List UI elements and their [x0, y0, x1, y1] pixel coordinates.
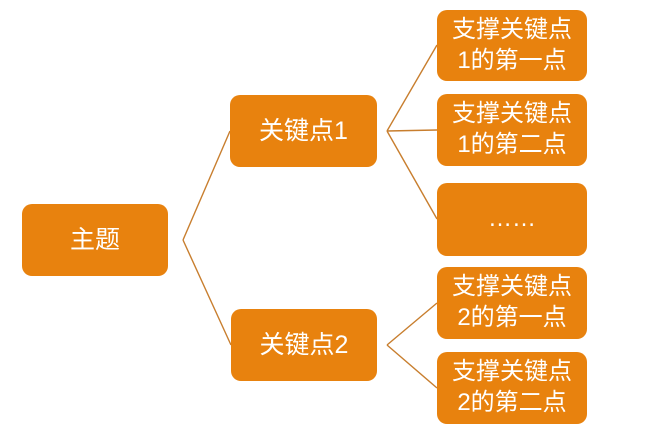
- connector-key1-sub2: [386, 129, 438, 132]
- node-subpoint-1[interactable]: 支撑关键点 1的第一点: [437, 10, 587, 81]
- node-subpoint-3-label: 支撑关键点 2的第一点: [452, 273, 572, 331]
- node-subpoint-ellipsis-label: ……: [488, 205, 536, 233]
- node-keypoint-1[interactable]: 关键点1: [230, 95, 377, 167]
- connector-topic-key2: [182, 239, 232, 346]
- node-subpoint-3[interactable]: 支撑关键点 2的第一点: [437, 267, 587, 339]
- node-keypoint-1-label: 关键点1: [259, 117, 348, 145]
- connector-topic-key1: [182, 130, 231, 241]
- node-subpoint-2-label: 支撑关键点 1的第二点: [452, 100, 572, 158]
- node-subpoint-ellipsis[interactable]: ……: [437, 183, 587, 256]
- node-subpoint-4-label: 支撑关键点 2的第二点: [452, 358, 572, 416]
- connector-key2-sub4: [386, 302, 438, 346]
- node-subpoint-2[interactable]: 支撑关键点 1的第二点: [437, 94, 587, 166]
- connector-key1-sub3: [386, 130, 438, 220]
- node-topic[interactable]: 主题: [22, 204, 168, 276]
- connector-key2-sub5: [386, 344, 438, 389]
- node-keypoint-2-label: 关键点2: [259, 331, 349, 359]
- node-keypoint-2[interactable]: 关键点2: [231, 309, 377, 381]
- connector-key1-sub1: [386, 44, 438, 132]
- node-topic-label: 主题: [69, 226, 120, 254]
- node-subpoint-1-label: 支撑关键点 1的第一点: [452, 15, 572, 74]
- node-subpoint-4[interactable]: 支撑关键点 2的第二点: [437, 352, 587, 424]
